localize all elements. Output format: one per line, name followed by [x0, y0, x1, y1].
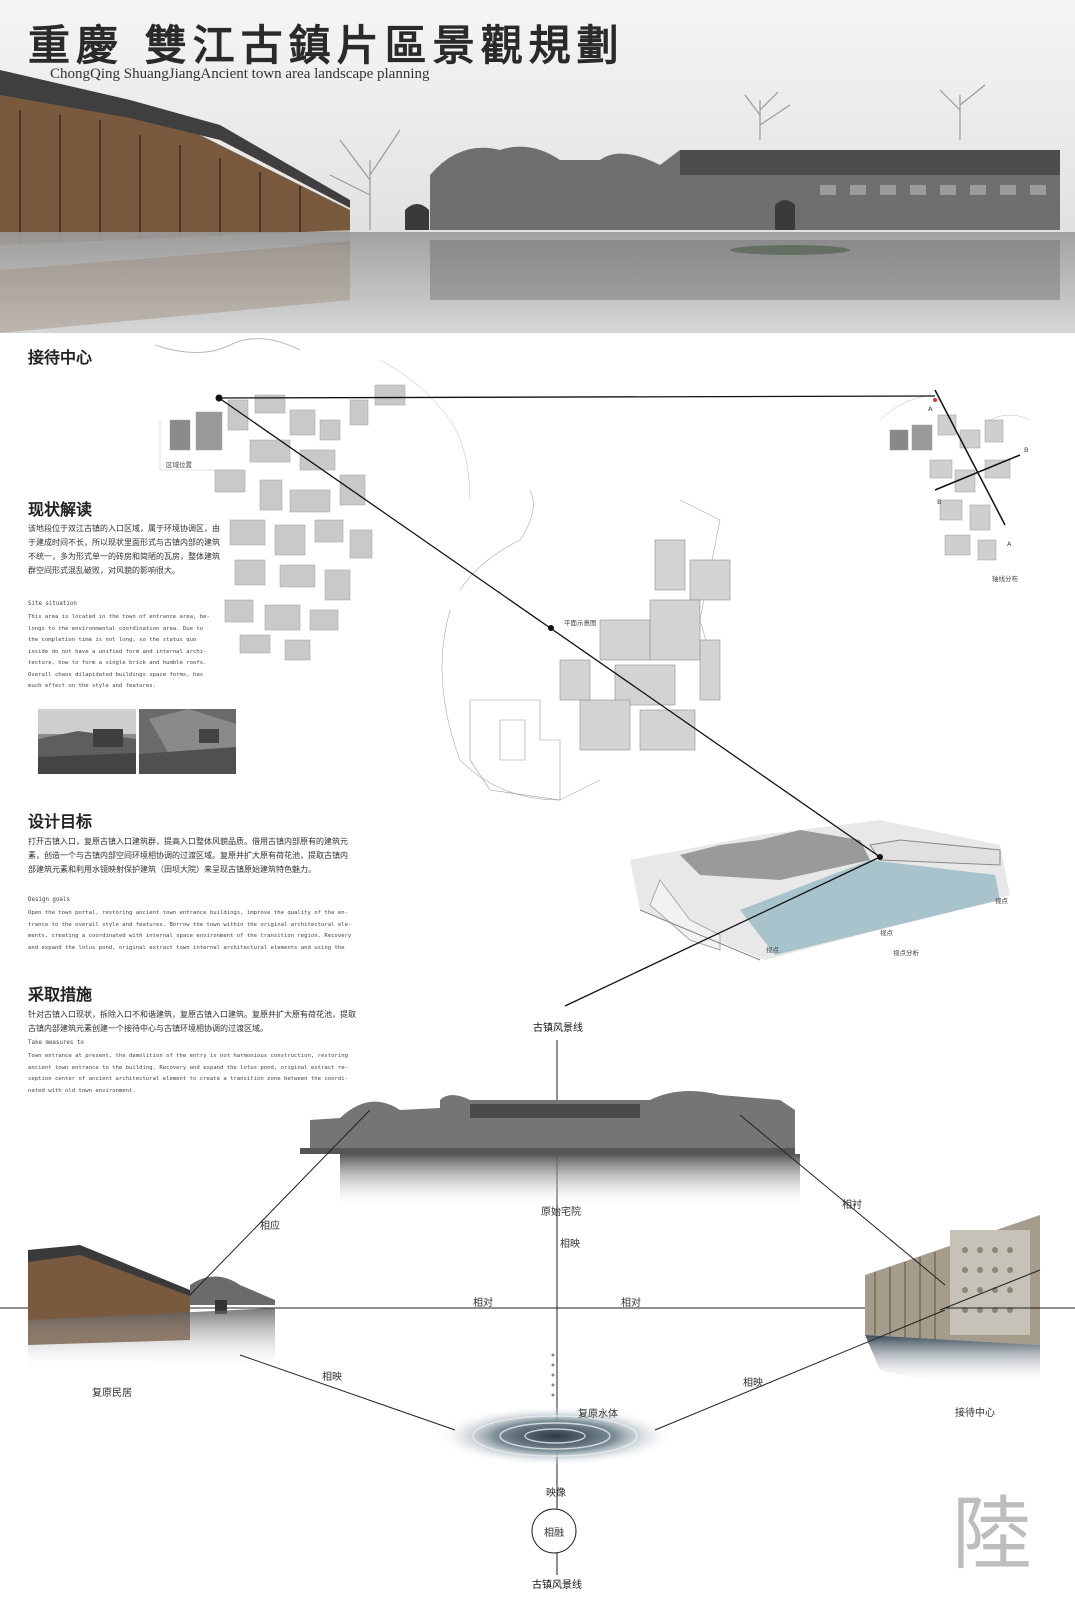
page-title: 重慶 雙江古鎮片區景觀規劃	[28, 21, 625, 70]
design-goals-text-cn: 打开古镇入口，复原古镇入口建筑群，提高入口整体风貌品质。借用古镇内部原有的建筑元…	[28, 837, 348, 874]
status-analysis-en-heading: Site situation	[28, 601, 77, 607]
restored-dwellings-label: 复原民居	[92, 1388, 132, 1399]
viewpoint-label-1: 视点	[995, 897, 1008, 905]
axis-letter-a-bottom: A	[1007, 540, 1012, 548]
status-analysis-heading: 现状解读	[28, 500, 93, 519]
reception-center-label: 接待中心	[955, 1408, 995, 1419]
location-marker	[215, 394, 223, 402]
site-photo-2	[139, 709, 236, 774]
aerial-view	[630, 820, 1010, 961]
measures-text-en: Town entrance at present, the demolition…	[28, 1053, 348, 1094]
water-ripple-image	[435, 1406, 675, 1466]
status-analysis-text-cn: 该地段位于双江古镇的入口区域，属于环境协调区，由于建成时间不长，所以现状里面形式…	[28, 524, 220, 575]
reception-center-heading: 接待中心	[28, 348, 93, 367]
axis-letter-a-top: A	[928, 405, 933, 413]
design-goals-text-en: Open the town portal, restoring ancient …	[28, 910, 352, 951]
plan-marker	[548, 625, 554, 631]
relation-oppose-right: 相对	[621, 1298, 641, 1309]
seal-character: 陸	[952, 1488, 1032, 1581]
location-map-label: 区域位置	[166, 461, 192, 469]
relation-reflect-top: 相映	[560, 1239, 580, 1250]
axis-letter-b-left: B	[937, 498, 942, 506]
hero-banner: 重慶 雙江古鎮片區景觀規劃 ChongQing ShuangJiangAncie…	[0, 0, 1075, 333]
relation-mirror: 映像	[546, 1488, 566, 1499]
design-goals-heading: 设计目标	[28, 812, 93, 831]
relation-lines	[189, 1109, 1041, 1431]
plan-map-label: 平面示意图	[564, 619, 597, 627]
reception-center-image	[865, 1215, 1040, 1386]
viewpoint-analysis-label: 视点分析	[893, 949, 919, 957]
original-courtyard-image	[300, 1091, 800, 1209]
viewpoint-label-3: 视点	[766, 946, 779, 954]
site-photo-1	[38, 709, 136, 774]
top-axis-label: 古镇风景线	[533, 1023, 583, 1034]
measures-text-cn: 针对古镇入口现状，拆除入口不和谐建筑，复原古镇入口建筑。复原并扩大原有荷花池，提…	[28, 1010, 356, 1033]
restored-dwellings-image	[28, 1245, 275, 1372]
original-courtyard-label: 原始宅院	[541, 1207, 581, 1218]
relation-reflect-left: 相映	[322, 1372, 342, 1383]
relation-blend: 相融	[544, 1528, 564, 1539]
status-analysis-text-en: This area is located in the town of entr…	[28, 614, 210, 689]
relation-contrast: 相衬	[842, 1200, 862, 1211]
axis-map-label: 轴线分布	[992, 575, 1018, 583]
measures-heading: 采取措施	[28, 985, 93, 1004]
design-goals-en-heading: Design goals	[28, 897, 70, 903]
axis-letter-b-right: B	[1024, 446, 1029, 454]
viewpoint-label-2: 视点	[880, 929, 893, 937]
relation-oppose-left: 相对	[473, 1298, 493, 1309]
bottom-axis-label: 古镇风景线	[532, 1580, 582, 1591]
blend-circle	[531, 1508, 577, 1554]
relation-correspond: 相应	[260, 1221, 280, 1232]
restored-water-label: 复原水体	[578, 1409, 618, 1420]
aerial-marker	[877, 854, 883, 860]
axis-map	[879, 389, 1031, 561]
page-subtitle: ChongQing ShuangJiangAncient town area l…	[50, 66, 430, 82]
measures-en-heading: Take measures to	[28, 1040, 84, 1046]
relation-reflect-right: 相映	[743, 1378, 763, 1389]
hero-illustration	[0, 0, 1075, 333]
